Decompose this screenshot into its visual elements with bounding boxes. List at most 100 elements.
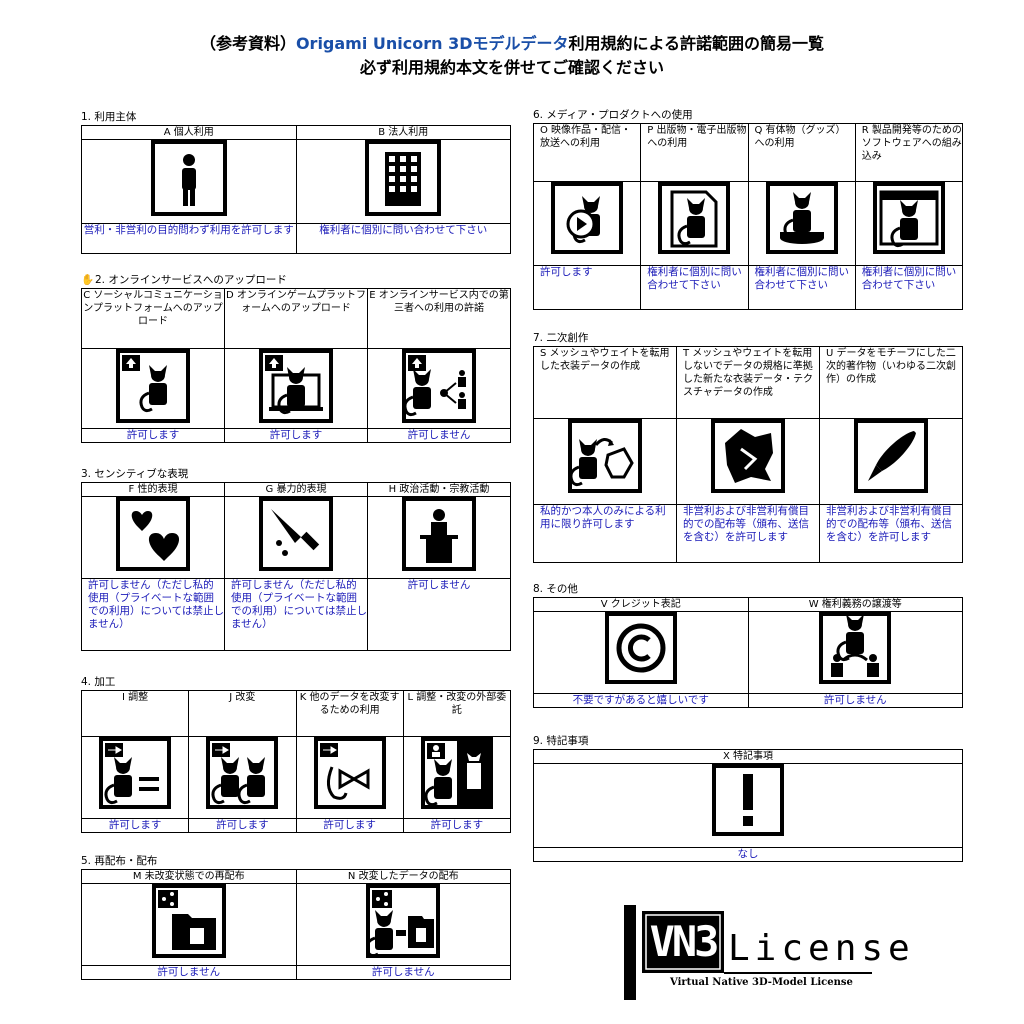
item-label-n: N 改変したデータの配布 — [295, 869, 511, 884]
item-pict-g — [224, 496, 368, 579]
item-pict-i — [80, 736, 190, 819]
item-value-v: 不要ですがあると嬉しいです — [533, 693, 749, 708]
item-label-x: X 特記事項 — [533, 749, 963, 764]
distribute-modified-icon — [366, 884, 441, 958]
section-title: 7. 二次創作 — [533, 332, 589, 344]
section-9-special: 9. 特記事項 X 特記事項 なし — [533, 734, 963, 862]
redistribute-icon — [151, 884, 226, 958]
item-label-p: P 出版物・電子出版物への利用 — [640, 123, 749, 182]
item-label-f: F 性的表現 — [81, 482, 225, 497]
section-table: V クレジット表記 W 権利義務の譲渡等 — [533, 597, 963, 708]
exclamation-icon — [712, 764, 784, 836]
title-suffix: 利用規約による許諾範囲の簡易一覧 — [568, 34, 825, 53]
item-pict-f — [81, 496, 225, 579]
item-value-b: 権利者に個別に問い合わせて下さい — [295, 223, 511, 254]
section-title: ✋2. オンラインサービスへのアップロード — [81, 273, 511, 288]
section-title: 5. 再配布・配布 — [81, 855, 158, 867]
costume-icon — [568, 419, 642, 493]
item-label-w: W 権利義務の譲渡等 — [747, 597, 963, 612]
section-table: M 未改変状態での再配布 N 改変したデータの配布 — [81, 869, 511, 980]
item-label-o: O 映像作品・配信・放送への利用 — [532, 123, 642, 182]
section-title-text: 2. オンラインサービスへのアップロード — [95, 274, 287, 286]
item-pict-o — [532, 181, 642, 266]
item-label-d: D オンラインゲームプラットフォームへのアップロード — [224, 288, 368, 349]
section-5-redistribution: 5. 再配布・配布 M 未改変状態での再配布 N 改変したデータの配布 — [81, 854, 511, 980]
section-8-other: 8. その他 V クレジット表記 W 権利義務の譲渡等 — [533, 582, 963, 708]
section-table: X 特記事項 なし — [533, 749, 963, 862]
item-value-l: 許可します — [402, 818, 512, 833]
video-icon — [551, 182, 624, 254]
item-pict-p — [640, 181, 749, 266]
item-value-u: 非営利および非営利有償目的での配布等（頒布、送信を含む）を許可します — [819, 504, 963, 563]
section-table: I 調整 J 改変 K 他のデータを改変するための利用 L 調整・改変の外部委託 — [80, 690, 512, 833]
item-value-m: 許可しません — [81, 965, 297, 980]
item-pict-s — [533, 418, 677, 505]
item-label-i: I 調整 — [80, 690, 190, 737]
item-label-t: T メッシュやウェイトを転用しないでデータの規格に準拠した新たな衣装データ・テク… — [676, 346, 820, 419]
logo-tagline: Virtual Native 3D-Model License — [670, 977, 853, 988]
transfer-icon — [819, 612, 892, 684]
item-label-j: J 改変 — [188, 690, 297, 737]
page-title: （参考資料）Origami Unicorn 3Dモデルデータ利用規約による許諾範… — [0, 32, 1024, 80]
item-pict-k — [295, 736, 404, 819]
item-value-j: 許可します — [188, 818, 297, 833]
podium-icon — [402, 497, 476, 571]
hearts-icon — [116, 497, 190, 571]
item-value-a: 営利・非営利の目的問わず利用を許可します — [81, 223, 297, 254]
section-title: 1. 利用主体 — [81, 111, 137, 123]
document-icon — [658, 182, 731, 254]
item-pict-h — [367, 496, 511, 579]
knife-icon — [259, 497, 333, 571]
item-label-g: G 暴力的表現 — [224, 482, 368, 497]
item-value-i: 許可します — [80, 818, 190, 833]
section-2-online-upload: ✋2. オンラインサービスへのアップロード C ソーシャルコミュニケーションプラ… — [81, 273, 511, 443]
item-value-h: 許可しません — [367, 578, 511, 651]
item-label-s: S メッシュやウェイトを転用した衣装データの作成 — [533, 346, 677, 419]
software-window-icon — [872, 182, 945, 254]
section-1-users: 1. 利用主体 A 個人利用 B 法人利用 — [81, 110, 511, 254]
item-value-c: 許可します — [81, 428, 225, 443]
person-icon — [150, 140, 227, 216]
item-pict-t — [676, 418, 820, 505]
item-label-m: M 未改変状態での再配布 — [81, 869, 297, 884]
item-value-o: 許可します — [532, 265, 642, 310]
item-pict-q — [747, 181, 856, 266]
item-label-l: L 調整・改変の外部委託 — [402, 690, 512, 737]
item-pict-w — [747, 611, 963, 694]
section-table: C ソーシャルコミュニケーションプラットフォームへのアップロード D オンライン… — [81, 288, 511, 443]
item-pict-c — [81, 348, 225, 429]
item-label-b: B 法人利用 — [295, 125, 511, 140]
section-title: 8. その他 — [533, 583, 578, 595]
item-pict-r — [854, 181, 964, 266]
item-label-e: E オンラインサービス内での第三者への利用の許諾 — [367, 288, 511, 349]
title-prefix: （参考資料） — [199, 34, 296, 53]
pen-icon — [854, 419, 928, 493]
ribbon-icon — [313, 737, 386, 809]
vn3-logo-mark — [624, 905, 872, 1000]
item-pict-e — [367, 348, 511, 429]
item-pict-u — [819, 418, 963, 505]
item-value-k: 許可します — [295, 818, 404, 833]
item-value-r: 権利者に個別に問い合わせて下さい — [854, 265, 964, 310]
section-table: S メッシュやウェイトを転用した衣装データの作成 T メッシュやウェイトを転用し… — [533, 346, 963, 563]
logo-mark-text: VN3 — [649, 917, 720, 966]
item-pict-x — [533, 763, 963, 848]
item-label-h: H 政治活動・宗教活動 — [367, 482, 511, 497]
item-label-r: R 製品開発等のためのソフトウェアへの組み込み — [854, 123, 964, 182]
section-title: 6. メディア・プロダクトへの使用 — [533, 109, 693, 121]
item-value-q: 権利者に個別に問い合わせて下さい — [747, 265, 856, 310]
item-value-d: 許可します — [224, 428, 368, 443]
section-6-media: 6. メディア・プロダクトへの使用 O 映像作品・配信・放送への利用 P 出版物… — [532, 108, 964, 310]
cloth-icon — [711, 419, 785, 493]
item-pict-l — [402, 736, 512, 819]
item-value-x: なし — [533, 847, 963, 862]
item-label-q: Q 有体物（グッズ）への利用 — [747, 123, 856, 182]
section-7-derivative: 7. 二次創作 S メッシュやウェイトを転用した衣装データの作成 T メッシュや… — [533, 331, 963, 563]
adjust-icon — [99, 737, 172, 809]
item-pict-b — [295, 139, 511, 224]
section-4-processing: 4. 加工 I 調整 J 改変 K 他のデータを改変するための利用 L 調整・改… — [80, 675, 512, 833]
item-value-w: 許可しません — [747, 693, 963, 708]
figure-icon — [765, 182, 838, 254]
section-table: O 映像作品・配信・放送への利用 P 出版物・電子出版物への利用 Q 有体物（グ… — [532, 123, 964, 310]
copyright-icon — [604, 612, 677, 684]
